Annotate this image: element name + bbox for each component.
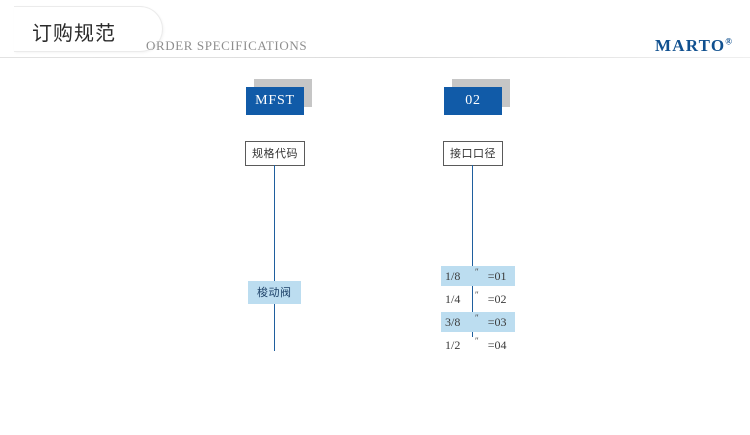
inch-mark-icon: ″: [475, 267, 479, 277]
field-label-port-diameter: 接口口径: [443, 141, 503, 166]
option-size: 1/2: [445, 338, 461, 352]
code-chip-wrapper: MFST: [175, 70, 375, 120]
value-shuttle-valve[interactable]: 梭动阀: [248, 281, 301, 304]
code-chip-wrapper: 02: [373, 70, 573, 120]
option-code: =03: [487, 315, 507, 329]
page-title: 订购规范: [32, 21, 116, 45]
page-header: 订购规范 ORDER SPECIFICATIONS MARTO®: [0, 0, 750, 60]
port-size-option-list: 1/8 ″ =01 1/4 ″ =02 3/8 ″ =03 1/2 ″ =04: [441, 266, 541, 358]
list-item[interactable]: 3/8 ″ =03: [441, 312, 515, 332]
option-code: =04: [487, 338, 507, 352]
inch-mark-icon: ″: [475, 336, 479, 346]
list-item[interactable]: 1/4 ″ =02: [441, 289, 515, 309]
spec-column-port-size: 02 接口口径 1/8 ″ =01 1/4 ″ =02 3/8 ″ =03 1/2 ″ =04: [373, 70, 573, 352]
connector-line-right: [472, 165, 473, 337]
option-size: 1/4: [445, 292, 461, 306]
spec-column-code: MFST 规格代码 梭动阀: [175, 70, 375, 351]
inch-mark-icon: ″: [475, 313, 479, 323]
list-item[interactable]: 1/2 ″ =04: [441, 335, 515, 355]
option-code: =01: [487, 269, 507, 283]
code-chip-02[interactable]: 02: [444, 87, 502, 115]
brand-logo-text: MARTO: [655, 36, 726, 55]
field-label-specification-code: 规格代码: [245, 141, 305, 166]
option-code: =02: [487, 292, 507, 306]
connector-line-left: [274, 165, 275, 351]
registered-trademark-icon: ®: [725, 36, 732, 47]
option-size: 1/8: [445, 269, 461, 283]
brand-logo: MARTO®: [655, 36, 732, 56]
code-chip-mfst[interactable]: MFST: [246, 87, 304, 115]
page-subtitle: ORDER SPECIFICATIONS: [146, 38, 308, 53]
title-frame-decoration: [14, 6, 163, 52]
option-size: 3/8: [445, 315, 461, 329]
inch-mark-icon: ″: [475, 290, 479, 300]
list-item[interactable]: 1/8 ″ =01: [441, 266, 515, 286]
header-divider: [0, 57, 750, 58]
